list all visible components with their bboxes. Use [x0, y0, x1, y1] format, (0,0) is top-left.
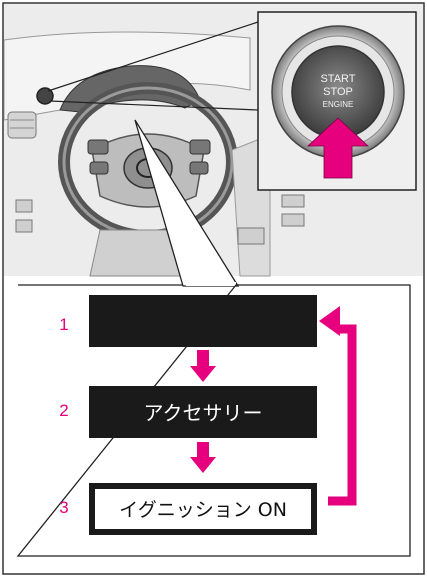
step-3: 3 イグニッション ON: [59, 483, 317, 535]
step-1: 1: [59, 295, 317, 347]
button-text-start: START: [320, 73, 355, 85]
start-button-location: [36, 87, 54, 105]
arrow-down-icon: [190, 350, 216, 382]
step-3-label: イグニッション ON: [119, 499, 287, 521]
step-number-2: 2: [59, 401, 68, 420]
press-arrow-icon: [306, 117, 370, 179]
step-number-3: 3: [59, 498, 68, 517]
start-button-inset: START STOP ENGINE: [257, 11, 417, 191]
loop-arrow-icon: [319, 306, 357, 506]
callout-lines: [47, 21, 259, 111]
step-2-label: アクセサリー: [144, 401, 263, 425]
step-2: 2 アクセサリー: [59, 386, 317, 438]
callout-pointer: [134, 119, 240, 287]
button-text-stop: STOP: [323, 86, 353, 98]
step-1-box: [89, 295, 317, 347]
sequence-panel: [16, 284, 411, 557]
step-2-box: [89, 386, 317, 438]
arrow-down-icon: [190, 442, 216, 473]
button-text-engine: ENGINE: [323, 100, 354, 109]
step-number-1: 1: [59, 315, 68, 334]
